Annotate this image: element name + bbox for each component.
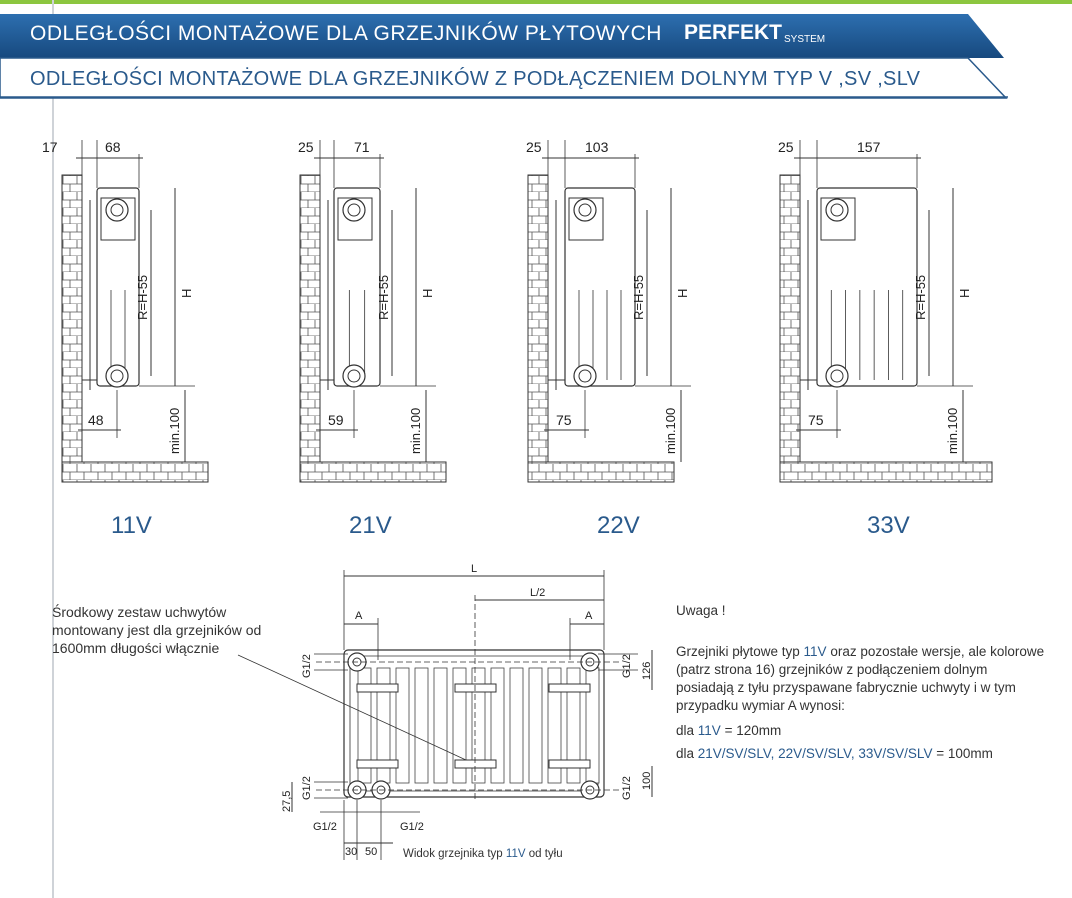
type-label-11v: 11V: [111, 512, 152, 539]
dim-bottom-label: 75: [556, 412, 572, 428]
convector-fin: [528, 667, 543, 784]
convector-fin: [509, 667, 524, 784]
header-title: ODLEGŁOŚCI MONTAŻOWE DLA GRZEJNIKÓW PŁYT…: [30, 22, 662, 45]
label-50: 50: [365, 846, 377, 858]
note-paragraph: Grzejniki płytowe typ 11V oraz pozostałe…: [676, 644, 1045, 713]
label-27-5: 27,5: [281, 791, 293, 812]
label-L2: L/2: [530, 587, 545, 599]
connection-inner: [578, 369, 592, 383]
label-min: min.100: [167, 408, 182, 454]
label-r: R=H-55: [631, 275, 646, 320]
bracket-bar: [548, 759, 591, 769]
label-g-bot1: G1/2: [313, 821, 337, 833]
connection-inner: [830, 369, 844, 383]
connection-inner: [347, 369, 361, 383]
connection-inner: [578, 203, 592, 217]
label-A-left: A: [355, 610, 363, 622]
type-label-22v: 22V: [597, 512, 640, 539]
label-30: 30: [345, 846, 357, 858]
dim-depth: 68: [105, 139, 121, 155]
type-label-33v: 33V: [867, 512, 910, 539]
rear-view-caption: Widok grzejnika typ 11V od tyłu: [403, 848, 563, 860]
bracket-bar: [356, 759, 399, 769]
brand-logo-subtext: SYSTEM: [784, 34, 826, 45]
dim-wall: 25: [778, 139, 794, 155]
dim-bottom-label: 48: [88, 412, 104, 428]
label-r: R=H-55: [135, 275, 150, 320]
convector-fin: [547, 667, 562, 784]
header-banner-shapes: [0, 14, 1008, 99]
header-banner: [0, 14, 1004, 58]
label-min: min.100: [945, 408, 960, 454]
label-L: L: [471, 563, 477, 575]
dim-depth: 71: [354, 139, 370, 155]
subheader-title: ODLEGŁOŚCI MONTAŻOWE DLA GRZEJNIKÓW Z PO…: [30, 68, 921, 90]
label-h: H: [420, 289, 435, 298]
label-h: H: [957, 289, 972, 298]
convector-fin: [490, 667, 505, 784]
label-r: R=H-55: [376, 275, 391, 320]
label-g-left-bottom: G1/2: [301, 776, 313, 800]
bracket-bar: [548, 683, 591, 693]
label-r: R=H-55: [913, 275, 928, 320]
brand-logo-text: PERFEKT: [684, 21, 783, 44]
floor: [779, 461, 993, 483]
connection-inner: [110, 369, 124, 383]
convector-fin: [452, 667, 467, 784]
dim-wall: 17: [42, 139, 58, 155]
label-h: H: [675, 289, 690, 298]
type-label-21v: 21V: [349, 512, 392, 539]
label-g-right-bottom: G1/2: [621, 776, 633, 800]
subheader-band: [0, 57, 1008, 99]
dim-depth: 157: [857, 139, 881, 155]
left-margin-line: [52, 0, 54, 898]
callout-leader: [237, 654, 467, 761]
top-accent-line: [0, 0, 1072, 4]
bracket-bar: [454, 683, 497, 693]
connection-inner: [110, 203, 124, 217]
label-100: 100: [641, 772, 653, 790]
floor: [61, 461, 209, 483]
bracket-bar: [454, 759, 497, 769]
dim-bottom-label: 75: [808, 412, 824, 428]
convector-fin: [395, 667, 410, 784]
dim-depth: 103: [585, 139, 609, 155]
floor: [299, 461, 447, 483]
dim-wall: 25: [526, 139, 542, 155]
rear-view-callout: Środkowy zestaw uchwytów montowany jest …: [52, 604, 262, 656]
label-min: min.100: [663, 408, 678, 454]
label-min: min.100: [408, 408, 423, 454]
convector-fin: [566, 667, 581, 784]
convector-fin: [433, 667, 448, 784]
connection-inner: [830, 203, 844, 217]
convector-fin: [357, 667, 372, 784]
floor: [527, 461, 675, 483]
dim-wall: 25: [298, 139, 314, 155]
label-g-left-top: G1/2: [301, 654, 313, 678]
note-heading: Uwaga !: [676, 603, 726, 618]
label-h: H: [179, 289, 194, 298]
label-g-right-top: G1/2: [621, 654, 633, 678]
bracket-bar: [356, 683, 399, 693]
convector-fin: [414, 667, 429, 784]
label-126: 126: [641, 662, 653, 680]
note-line-11v: dla 11V = 120mm: [676, 723, 782, 738]
note-line-others: dla 21V/SV/SLV, 22V/SV/SLV, 33V/SV/SLV =…: [676, 746, 993, 761]
label-g-bot2: G1/2: [400, 821, 424, 833]
connection-inner: [347, 203, 361, 217]
label-A-right: A: [585, 610, 593, 622]
dim-bottom-label: 59: [328, 412, 344, 428]
